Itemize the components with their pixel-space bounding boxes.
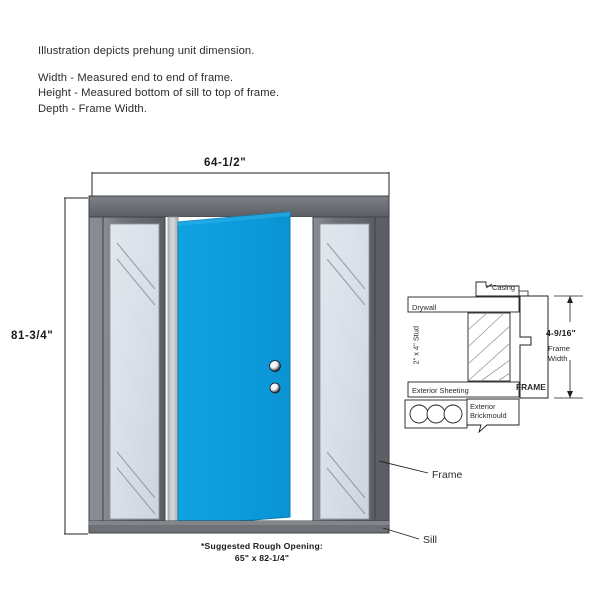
note-intro: Illustration depicts prehung unit dimens… [38, 45, 255, 57]
detail-drywall-label: Drywall [412, 303, 437, 312]
right-sidelite [312, 216, 376, 527]
detail-frame-width-line2: Width [548, 353, 568, 363]
rough-opening-block: *Suggested Rough Opening: 65" x 82-1/4" [182, 540, 342, 564]
note-depth: Depth - Frame Width. [38, 102, 147, 115]
door-deadbolt[interactable] [269, 382, 281, 394]
detail-casing-shape [475, 281, 520, 297]
detail-exterior-sheeting-label: Exterior Sheeting [412, 386, 469, 395]
detail-frame-label: FRAME [516, 382, 546, 392]
detail-frame-width-dimension [554, 295, 583, 399]
width-dimension-label: 64-1/2" [204, 157, 247, 169]
detail-brickmould-label: Exterior Brickmould [470, 402, 507, 420]
callout-leader-lines [378, 460, 429, 540]
detail-brickmould-shape [404, 399, 468, 429]
detail-frame-width-caption: Frame Width [548, 344, 570, 363]
frame-detail-diagram [404, 281, 583, 434]
rough-opening-value: 65" x 82-1/4" [234, 553, 290, 563]
door-slab [177, 211, 291, 527]
notes-spacer [38, 60, 458, 71]
height-dimension-line [64, 197, 88, 535]
left-sidelite [102, 216, 166, 527]
detail-frame-width-value: 4-9/16" [546, 328, 576, 338]
width-dimension-line [91, 172, 390, 196]
height-dimension-label: 81-3/4" [11, 330, 54, 342]
rough-opening-caption: *Suggested Rough Opening: [201, 541, 323, 551]
detail-drywall-shape [407, 296, 520, 313]
detail-exterior-sheeting-shape [407, 381, 520, 398]
detail-frame-shape [519, 295, 549, 399]
detail-brickmould-line1: Exterior [470, 402, 496, 411]
detail-stud-label: 2" x 4" Stud [411, 325, 421, 365]
detail-frame-width-line1: Frame [548, 344, 570, 353]
note-height: Height - Measured bottom of sill to top … [38, 87, 280, 100]
detail-brickmould-callout-box [466, 398, 520, 434]
sill-callout-label: Sill [423, 534, 438, 546]
door-jamb [167, 216, 179, 527]
door-sill [88, 520, 390, 534]
frame-callout-label: Frame [432, 469, 463, 481]
detail-casing-label: Casing [492, 283, 516, 292]
detail-brickmould-line2: Brickmould [470, 411, 507, 420]
notes-block: Illustration depicts prehung unit dimens… [38, 44, 458, 117]
note-width: Width - Measured end to end of frame. [38, 71, 234, 84]
detail-stud-shape [467, 312, 511, 382]
door-knob[interactable] [269, 360, 281, 372]
